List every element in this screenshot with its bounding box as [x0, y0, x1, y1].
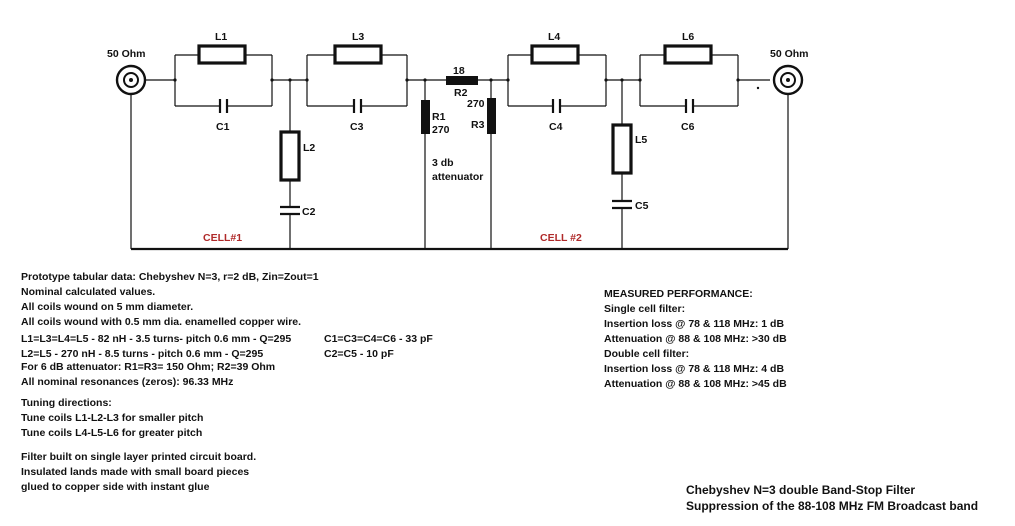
label-R3: R3	[471, 119, 485, 131]
label-C6: C6	[681, 121, 695, 133]
output-port-icon	[772, 64, 804, 96]
note-line: Prototype tabular data: Chebyshev N=3, r…	[21, 271, 319, 283]
resistor-R1	[421, 100, 430, 134]
input-port-label: 50 Ohm	[107, 48, 146, 60]
inductors	[197, 44, 713, 182]
inductor-L3	[333, 44, 383, 65]
cell2-label: CELL #2	[540, 232, 582, 244]
capacitor-C6	[684, 99, 695, 113]
label-L5: L5	[635, 134, 647, 146]
note-line: Nominal calculated values.	[21, 286, 156, 298]
performance-block: MEASURED PERFORMANCE: Single cell filter…	[604, 287, 787, 392]
title-line-1: Chebyshev N=3 double Band-Stop Filter	[686, 483, 916, 497]
attenuator-label-2: attenuator	[432, 171, 483, 183]
output-port-label: 50 Ohm	[770, 48, 809, 60]
inductor-L1	[197, 44, 247, 65]
tuning-line: Tune coils L4-L5-L6 for greater pitch	[21, 427, 203, 439]
label-C1: C1	[216, 121, 230, 133]
performance-double-att: Attenuation @ 88 & 108 MHz: >45 dB	[604, 378, 787, 390]
label-L6: L6	[682, 31, 694, 43]
tuning-line: Tune coils L1-L2-L3 for smaller pitch	[21, 412, 204, 424]
capacitor-C1	[218, 99, 229, 113]
performance-single-att: Attenuation @ 88 & 108 MHz: >30 dB	[604, 333, 787, 345]
attenuator-spec-line: For 6 dB attenuator: R1=R3= 150 Ohm; R2=…	[21, 361, 276, 373]
note-line: All coils wound with 0.5 mm dia. enamell…	[21, 316, 302, 328]
cap-spec-block: C1=C3=C4=C6 - 33 pF C2=C5 - 10 pF	[324, 332, 433, 362]
resistors	[421, 76, 496, 134]
junction-dots	[173, 78, 760, 90]
resistor-R2	[446, 76, 478, 85]
construction-line: glued to copper side with instant glue	[21, 481, 210, 493]
cap-spec-line: C2=C5 - 10 pF	[324, 348, 394, 360]
label-L4: L4	[548, 31, 560, 43]
performance-heading: MEASURED PERFORMANCE:	[604, 288, 753, 300]
coil-spec-block: L1=L3=L4=L5 - 82 nH - 3.5 turns- pitch 0…	[21, 332, 291, 362]
cap-spec-line: C1=C3=C4=C6 - 33 pF	[324, 333, 433, 345]
capacitor-C2	[280, 205, 300, 216]
coil-spec-line: L2=L5 - 270 nH - 8.5 turns - pitch 0.6 m…	[21, 348, 264, 360]
label-R2: R2	[454, 87, 468, 99]
attenuator-spec-block: For 6 dB attenuator: R1=R3= 150 Ohm; R2=…	[21, 360, 275, 390]
capacitor-C4	[551, 99, 562, 113]
performance-double-heading: Double cell filter:	[604, 348, 690, 360]
resonance-line: All nominal resonances (zeros): 96.33 MH…	[21, 376, 234, 388]
label-L1: L1	[215, 31, 227, 43]
construction-line: Insulated lands made with small board pi…	[21, 466, 250, 478]
capacitors	[218, 99, 695, 216]
inductor-L5	[611, 123, 633, 175]
title-line-2: Suppression of the 88-108 MHz FM Broadca…	[686, 499, 979, 513]
diagram-title: Chebyshev N=3 double Band-Stop Filter Su…	[686, 482, 978, 514]
value-R1: 270	[432, 124, 450, 136]
value-R2: 18	[453, 65, 465, 77]
resistor-R3	[487, 98, 496, 134]
input-port-icon	[115, 64, 147, 96]
inductor-L4	[530, 44, 580, 65]
label-L3: L3	[352, 31, 364, 43]
coil-spec-line: L1=L3=L4=L5 - 82 nH - 3.5 turns- pitch 0…	[21, 333, 292, 345]
capacitor-C5	[612, 199, 632, 210]
label-C2: C2	[302, 206, 316, 218]
label-R1: R1	[432, 111, 446, 123]
label-C5: C5	[635, 200, 649, 212]
label-L2: L2	[303, 142, 315, 154]
value-R3: 270	[467, 98, 485, 110]
label-C4: C4	[549, 121, 563, 133]
performance-single-il: Insertion loss @ 78 & 118 MHz: 1 dB	[604, 318, 785, 330]
performance-single-heading: Single cell filter:	[604, 303, 686, 315]
construction-block: Filter built on single layer printed cir…	[21, 450, 256, 495]
note-line: All coils wound on 5 mm diameter.	[21, 301, 194, 313]
performance-double-il: Insertion loss @ 78 & 118 MHz: 4 dB	[604, 363, 785, 375]
label-C3: C3	[350, 121, 364, 133]
capacitor-C3	[352, 99, 363, 113]
inductor-L2	[279, 130, 301, 182]
construction-line: Filter built on single layer printed cir…	[21, 451, 257, 463]
attenuator-label-1: 3 db	[432, 157, 454, 169]
inductor-L6	[663, 44, 713, 65]
tuning-block: Tuning directions: Tune coils L1-L2-L3 f…	[21, 396, 203, 441]
tuning-line: Tuning directions:	[21, 397, 112, 409]
cell1-label: CELL#1	[203, 232, 242, 244]
notes-block: Prototype tabular data: Chebyshev N=3, r…	[21, 270, 319, 330]
